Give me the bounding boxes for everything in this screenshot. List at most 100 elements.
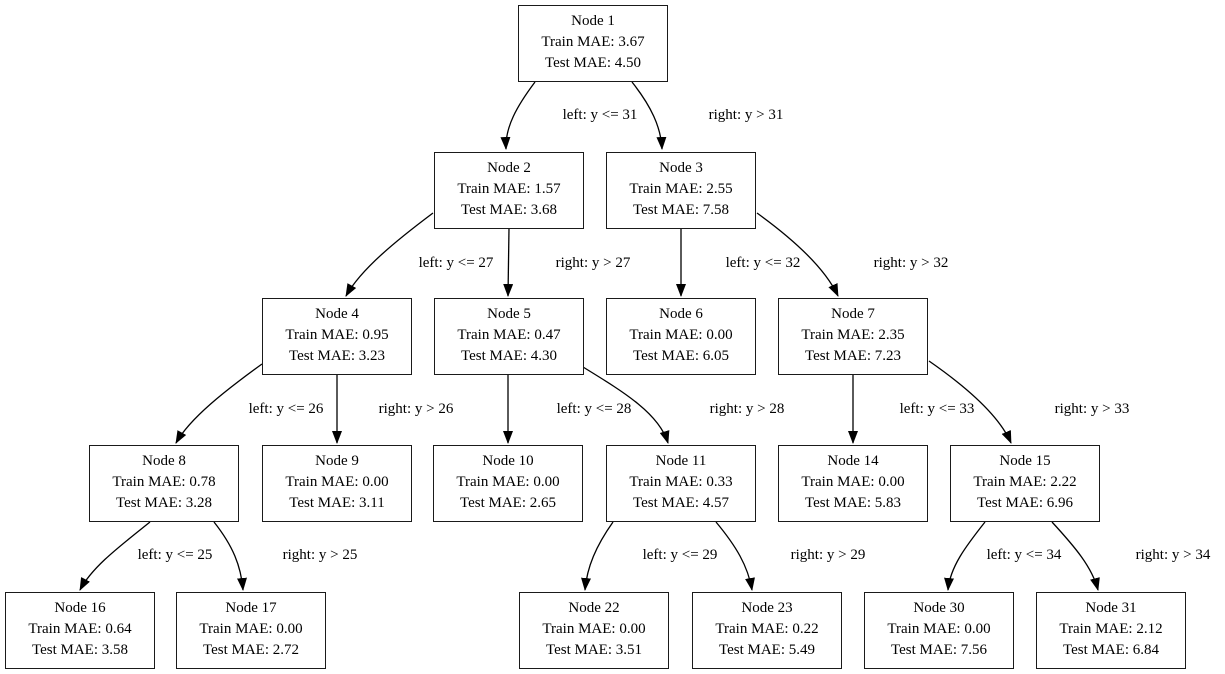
node-title: Node 2 <box>487 160 531 176</box>
node-train-mae: Train MAE: 0.00 <box>285 474 389 490</box>
node-test-mae: Test MAE: 4.30 <box>460 348 558 364</box>
edge-3-7 <box>756 212 839 297</box>
edge-8-16 <box>79 521 151 591</box>
node-train-mae: Train MAE: 2.12 <box>1059 621 1163 637</box>
edge-label-7-15: right: y > 33 <box>1054 401 1130 417</box>
node-test-mae: Test MAE: 3.58 <box>31 642 129 658</box>
edge-label-11-22: left: y <= 29 <box>642 547 718 563</box>
node-test-mae: Test MAE: 2.65 <box>459 495 557 511</box>
edge-1-3 <box>631 81 667 150</box>
node-test-mae: Test MAE: 5.83 <box>804 495 902 511</box>
edge-15-30 <box>944 521 986 591</box>
node-title: Node 6 <box>659 306 703 322</box>
edge-label-1-2: left: y <= 31 <box>562 107 638 123</box>
node-title: Node 7 <box>831 306 875 322</box>
node-title: Node 4 <box>315 306 359 322</box>
node-test-mae: Test MAE: 3.23 <box>288 348 386 364</box>
node-title: Node 11 <box>655 453 707 469</box>
node-train-mae: Train MAE: 2.35 <box>801 327 905 343</box>
edge-label-3-7: right: y > 32 <box>873 255 949 271</box>
node-title: Node 23 <box>741 600 793 616</box>
node-train-mae: Train MAE: 0.00 <box>629 327 733 343</box>
node-train-mae: Train MAE: 2.22 <box>973 474 1077 490</box>
node-title: Node 31 <box>1085 600 1137 616</box>
node-title: Node 3 <box>659 160 703 176</box>
node-train-mae: Train MAE: 0.00 <box>542 621 646 637</box>
node-title: Node 8 <box>142 453 186 469</box>
node-test-mae: Test MAE: 3.11 <box>289 495 385 511</box>
edge-label-2-4: left: y <= 27 <box>418 255 494 271</box>
edge-label-5-10: left: y <= 28 <box>556 401 632 417</box>
edge-7-15 <box>928 360 1012 444</box>
edge-8-17 <box>213 521 247 591</box>
node-train-mae: Train MAE: 0.00 <box>887 621 991 637</box>
node-test-mae: Test MAE: 3.28 <box>115 495 213 511</box>
node-test-mae: Test MAE: 4.57 <box>632 495 730 511</box>
node-train-mae: Train MAE: 0.00 <box>801 474 905 490</box>
node-train-mae: Train MAE: 2.55 <box>629 181 733 197</box>
edge-15-31 <box>1051 521 1100 591</box>
node-title: Node 14 <box>827 453 879 469</box>
node-train-mae: Train MAE: 0.33 <box>629 474 733 490</box>
node-train-mae: Train MAE: 1.57 <box>457 181 561 197</box>
edge-2-4 <box>345 212 434 297</box>
node-train-mae: Train MAE: 0.22 <box>715 621 819 637</box>
edge-label-8-17: right: y > 25 <box>282 547 358 563</box>
node-test-mae: Test MAE: 7.58 <box>632 202 730 218</box>
edge-label-8-16: left: y <= 25 <box>137 547 213 563</box>
edge-label-15-31: right: y > 34 <box>1135 547 1211 563</box>
edge-11-23 <box>715 521 755 591</box>
edge-11-22 <box>581 521 614 591</box>
node-title: Node 16 <box>54 600 106 616</box>
edge-5-11 <box>582 366 670 444</box>
node-title: Node 30 <box>913 600 965 616</box>
edge-label-11-23: right: y > 29 <box>790 547 866 563</box>
edge-1-2 <box>500 81 536 150</box>
node-test-mae: Test MAE: 6.05 <box>632 348 730 364</box>
edge-label-4-8: left: y <= 26 <box>248 401 324 417</box>
node-title: Node 9 <box>315 453 359 469</box>
node-train-mae: Train MAE: 0.95 <box>285 327 389 343</box>
node-train-mae: Train MAE: 0.00 <box>456 474 560 490</box>
node-title: Node 22 <box>568 600 620 616</box>
edge-2-5 <box>503 227 514 297</box>
edge-label-4-9: right: y > 26 <box>378 401 454 417</box>
node-test-mae: Test MAE: 5.49 <box>718 642 816 658</box>
node-test-mae: Test MAE: 2.72 <box>202 642 300 658</box>
node-test-mae: Test MAE: 3.68 <box>460 202 558 218</box>
edge-label-7-14: left: y <= 33 <box>899 401 975 417</box>
node-test-mae: Test MAE: 7.56 <box>890 642 988 658</box>
node-title: Node 10 <box>482 453 534 469</box>
node-test-mae: Test MAE: 4.50 <box>544 55 642 71</box>
node-title: Node 15 <box>999 453 1051 469</box>
edge-label-5-11: right: y > 28 <box>709 401 785 417</box>
node-train-mae: Train MAE: 0.78 <box>112 474 216 490</box>
node-train-mae: Train MAE: 0.00 <box>199 621 303 637</box>
node-test-mae: Test MAE: 6.84 <box>1062 642 1160 658</box>
edge-label-1-3: right: y > 31 <box>708 107 784 123</box>
node-test-mae: Test MAE: 7.23 <box>804 348 902 364</box>
node-train-mae: Train MAE: 3.67 <box>541 34 645 50</box>
edge-4-8 <box>175 363 263 444</box>
edge-label-15-30: left: y <= 34 <box>986 547 1062 563</box>
node-train-mae: Train MAE: 0.64 <box>28 621 132 637</box>
node-title: Node 17 <box>225 600 277 616</box>
